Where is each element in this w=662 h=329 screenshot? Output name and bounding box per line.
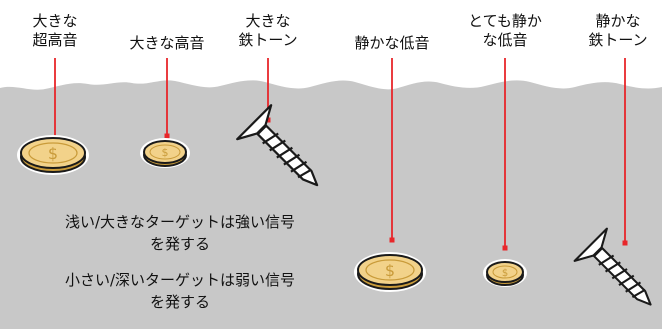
label-line: 大きな高音 (129, 34, 205, 52)
label-line: 鉄トーン (238, 31, 298, 49)
coin-dollar-symbol: $ (502, 268, 508, 279)
note-line: 浅い/大きなターゲットは強い信号 (64, 213, 296, 231)
label-large-iron: 大きな 鉄トーン (218, 12, 318, 50)
leader-end-large-high (164, 133, 170, 139)
note-small-deep-targets: 小さい/深いターゲットは弱い信号 を発する (30, 269, 330, 313)
note-line: 小さい/深いターゲットは弱い信号 (64, 271, 296, 289)
label-line: 静かな低音 (354, 34, 430, 52)
label-line: とても静か (468, 12, 542, 30)
coin-icon: $ (354, 252, 426, 292)
coin-dollar-symbol: $ (48, 144, 58, 163)
note-line: を発する (149, 293, 210, 311)
label-line: 大きな (32, 12, 78, 30)
label-quiet-iron: 静かな 鉄トーン (575, 12, 661, 50)
note-shallow-large-targets: 浅い/大きなターゲットは強い信号 を発する (30, 211, 330, 255)
label-very-quiet-low: とても静か な低音 (450, 12, 560, 50)
leader-end-very-quiet-low (502, 245, 508, 251)
label-line: な低音 (482, 31, 528, 49)
coin-icon: $ (140, 138, 190, 168)
coin-icon: $ (483, 259, 527, 287)
leader-end-quiet-iron (622, 240, 628, 246)
coin-dollar-symbol: $ (385, 261, 395, 280)
leader-end-quiet-low (389, 237, 395, 243)
screw-icon (573, 227, 652, 306)
label-line: 鉄トーン (588, 31, 648, 49)
label-large-ultra-high: 大きな 超高音 (5, 12, 105, 50)
label-quiet-low: 静かな低音 (337, 34, 447, 53)
label-line: 超高音 (32, 31, 78, 49)
label-line: 静かな (595, 12, 641, 30)
coin-dollar-symbol: $ (162, 146, 169, 159)
label-large-high: 大きな高音 (112, 34, 222, 53)
coin-icon: $ (17, 135, 89, 175)
label-line: 大きな (245, 12, 291, 30)
note-line: を発する (149, 235, 210, 253)
screw-icon (236, 104, 319, 187)
